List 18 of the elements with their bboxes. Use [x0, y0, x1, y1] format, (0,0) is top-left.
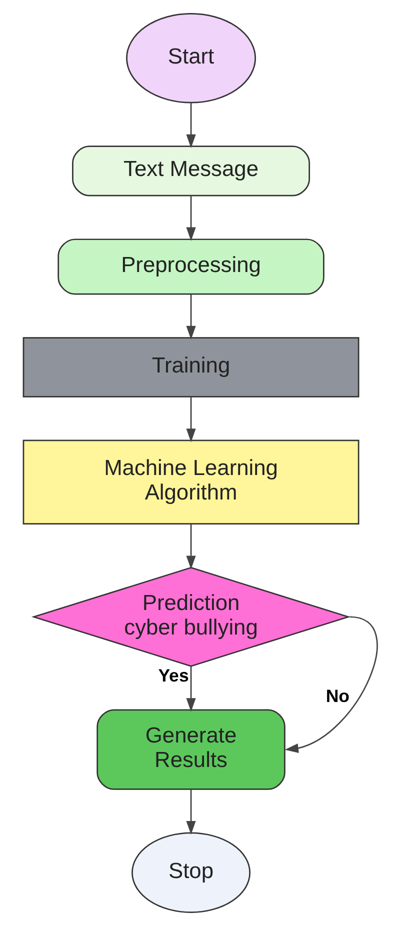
node-ellipse: Start: [126, 13, 256, 104]
arrow: [186, 790, 196, 835]
arrow: [186, 666, 196, 712]
arrow: [186, 103, 196, 148]
arrow: [186, 524, 196, 570]
node-box: Training: [22, 337, 360, 398]
node-diamond: Prediction cyber bullying: [31, 566, 351, 667]
arrow: [186, 294, 196, 340]
edge-label: Yes: [158, 666, 189, 686]
node-box: Machine Learning Algorithm: [22, 440, 360, 525]
edge-label: No: [326, 686, 350, 706]
node-box: Generate Results: [96, 709, 286, 790]
node-ellipse: Stop: [132, 832, 251, 913]
arrow: [284, 616, 378, 754]
node-box: Preprocessing: [58, 238, 324, 295]
node-box: Text Message: [72, 146, 310, 196]
arrow: [186, 396, 196, 442]
arrow: [186, 196, 196, 241]
